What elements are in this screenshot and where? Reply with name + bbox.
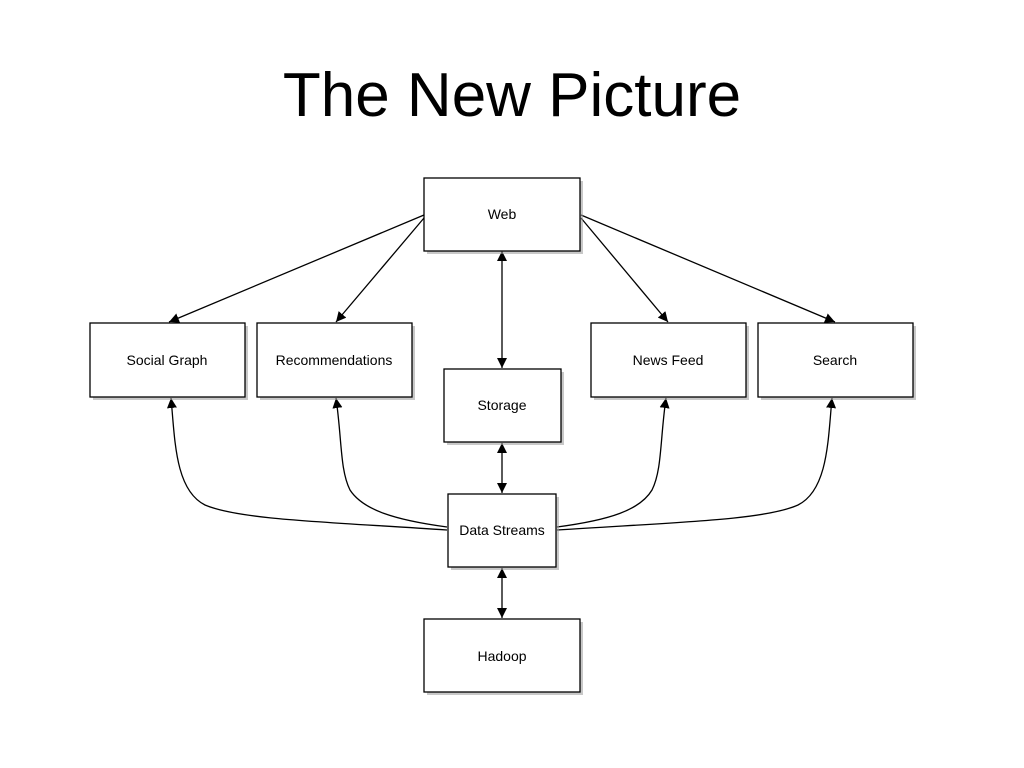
node-data-streams-label: Data Streams (459, 522, 545, 538)
node-search: Search (757, 322, 916, 400)
edge-data-streams-to-news-feed (556, 397, 670, 528)
node-social-graph: Social Graph (89, 322, 248, 400)
node-web: Web (423, 177, 583, 254)
edge-data-streams-to-recommendations (332, 397, 448, 528)
node-recommendations: Recommendations (256, 322, 415, 400)
node-news-feed-label: News Feed (633, 352, 704, 368)
node-hadoop: Hadoop (423, 618, 583, 695)
node-search-label: Search (813, 352, 857, 368)
node-data-streams: Data Streams (447, 493, 559, 570)
node-storage-label: Storage (477, 397, 526, 413)
node-web-label: Web (488, 206, 517, 222)
edge-web-to-search (580, 214, 836, 323)
slide-title: The New Picture (282, 61, 742, 130)
node-hadoop-label: Hadoop (477, 648, 526, 664)
edge-data-streams-to-social-graph (166, 397, 448, 531)
edge-web-to-news-feed (580, 217, 669, 323)
node-news-feed: News Feed (590, 322, 749, 400)
edge-web-to-recommendations (335, 217, 425, 323)
edges (166, 214, 837, 618)
node-recommendations-label: Recommendations (276, 352, 393, 368)
edge-web-to-social-graph (168, 214, 425, 323)
node-social-graph-label: Social Graph (127, 352, 208, 368)
edge-data-streams-to-search (556, 397, 837, 531)
node-storage: Storage (443, 368, 564, 445)
